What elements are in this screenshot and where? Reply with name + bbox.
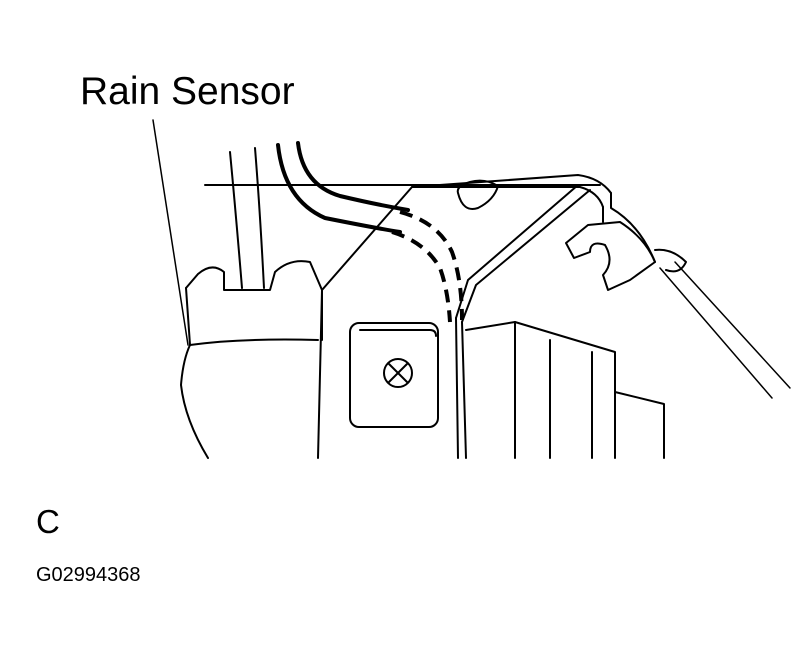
leader-line bbox=[152, 119, 189, 346]
support-rod bbox=[659, 267, 773, 399]
mirror-base bbox=[180, 260, 323, 459]
support-rod-edge bbox=[674, 261, 791, 389]
figure-code: G02994368 bbox=[36, 564, 141, 586]
bracket-plate bbox=[317, 174, 612, 459]
view-letter: C bbox=[36, 503, 60, 540]
retaining-clip bbox=[565, 192, 687, 291]
sensor-cables bbox=[229, 141, 410, 289]
sensor-housing bbox=[465, 321, 665, 459]
hidden-cable-path bbox=[391, 210, 464, 323]
mounting-pad bbox=[349, 322, 439, 428]
rain-sensor-label: Rain Sensor bbox=[80, 70, 295, 113]
